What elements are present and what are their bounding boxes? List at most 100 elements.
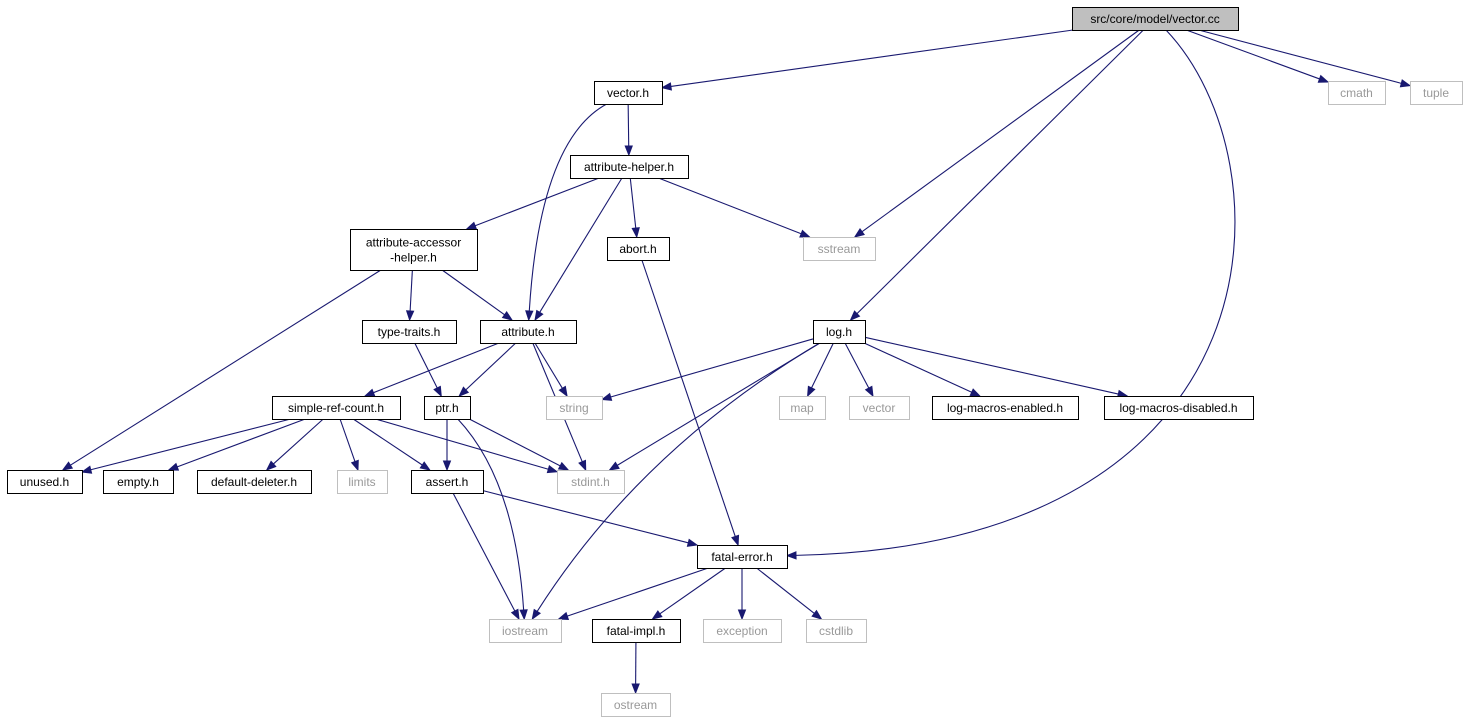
edge-line: [452, 492, 516, 612]
node-ptr-h[interactable]: ptr.h: [424, 396, 471, 420]
edge-line: [177, 418, 306, 468]
node-box: [1328, 81, 1386, 105]
edge-log-h-to-vector: [844, 342, 874, 398]
arrowhead: [405, 310, 415, 322]
arrowhead: [686, 538, 699, 547]
arrowhead: [731, 534, 740, 547]
edge-line: [659, 567, 726, 615]
arrowhead: [799, 229, 811, 238]
node-log-macros-enabled-h[interactable]: log-macros-enabled.h: [932, 396, 1079, 420]
node-attribute-helper-h[interactable]: attribute-helper.h: [570, 155, 689, 179]
node-label: cmath: [1340, 86, 1373, 100]
node-vector-cc[interactable]: src/core/model/vector.cc: [1072, 7, 1239, 31]
node-vector-h[interactable]: vector.h: [594, 81, 663, 105]
node-label: simple-ref-count.h: [288, 401, 384, 415]
node-label: iostream: [502, 624, 548, 638]
edge-assert-h-to-iostream: [452, 492, 520, 621]
node-label: vector.h: [607, 86, 649, 100]
node-map: map: [779, 396, 826, 420]
arrowhead: [631, 683, 640, 695]
arrowhead: [419, 461, 431, 471]
arrowhead: [1399, 79, 1412, 88]
node-empty-h[interactable]: empty.h: [103, 470, 174, 494]
edge-log-h-to-log-macros-disabled-h: [864, 336, 1129, 399]
node-default-deleter-h[interactable]: default-deleter.h: [197, 470, 312, 494]
node-box: [849, 396, 910, 420]
edge-log-h-to-string: [600, 338, 814, 401]
arrowhead: [534, 309, 544, 322]
edge-line: [90, 418, 291, 471]
node-label: cstdlib: [819, 624, 853, 638]
arrowhead: [785, 551, 797, 560]
node-label: exception: [716, 624, 767, 638]
edge-simple-ref-count-h-to-limits: [339, 418, 359, 472]
node-log-h[interactable]: log.h: [813, 320, 866, 344]
edge-assert-h-to-fatal-error-h: [482, 490, 699, 547]
node-label: abort.h: [619, 242, 656, 256]
edge-line: [339, 418, 356, 462]
arrowhead: [864, 385, 874, 398]
edge-attribute-helper-h-to-attribute-accessor-helper-h: [465, 177, 600, 230]
edge-line: [70, 269, 382, 466]
arrowhead: [557, 611, 570, 620]
node-label: fatal-error.h: [711, 550, 772, 564]
node-attribute-h[interactable]: attribute.h: [480, 320, 577, 344]
node-unused-h[interactable]: unused.h: [7, 470, 83, 494]
node-attribute-accessor-helper-h[interactable]: attribute-accessor-helper.h: [350, 229, 478, 271]
arrowhead: [501, 311, 514, 321]
edge-attribute-accessor-helper-h-to-type-traits-h: [405, 269, 415, 322]
edge-attribute-helper-h-to-sstream: [658, 177, 811, 238]
edge-abort-h-to-fatal-error-h: [641, 259, 740, 547]
edge-simple-ref-count-h-to-assert-h: [352, 418, 431, 471]
arrowhead: [519, 609, 528, 621]
node-label: vector: [863, 401, 896, 415]
edge-attribute-helper-h-to-abort-h: [629, 177, 640, 239]
arrowhead: [651, 610, 663, 620]
edge-simple-ref-count-h-to-default-deleter-h: [265, 418, 324, 471]
node-box: [779, 396, 826, 420]
edge-line: [1198, 29, 1402, 84]
node-simple-ref-count-h[interactable]: simple-ref-count.h: [272, 396, 401, 420]
node-box: [932, 396, 1079, 420]
edge-log-h-to-map: [806, 342, 834, 398]
edge-line: [756, 567, 815, 614]
arrowhead: [969, 388, 982, 397]
node-box: [594, 81, 663, 105]
node-log-macros-disabled-h[interactable]: log-macros-disabled.h: [1104, 396, 1254, 420]
edge-line: [863, 342, 972, 393]
arrowhead: [853, 227, 865, 238]
node-box: [424, 396, 471, 420]
arrowhead: [363, 388, 376, 397]
edge-line: [567, 567, 709, 617]
node-label: sstream: [818, 242, 861, 256]
node-label: attribute-helper.h: [584, 160, 674, 174]
edge-line: [795, 29, 1236, 556]
node-label: fatal-impl.h: [607, 624, 666, 638]
node-type-traits-h[interactable]: type-traits.h: [362, 320, 457, 344]
node-box: [570, 155, 689, 179]
node-iostream: iostream: [489, 619, 562, 643]
edge-attribute-helper-h-to-attribute-h: [534, 177, 623, 322]
node-box: [197, 470, 312, 494]
node-box: [592, 619, 681, 643]
node-fatal-error-h[interactable]: fatal-error.h: [697, 545, 788, 569]
node-assert-h[interactable]: assert.h: [411, 470, 484, 494]
node-label: ptr.h: [435, 401, 458, 415]
edge-attribute-accessor-helper-h-to-unused-h: [61, 269, 382, 471]
edge-attribute-accessor-helper-h-to-attribute-h: [441, 269, 514, 321]
edge-vector-h-to-attribute-h: [525, 103, 607, 322]
edge-line: [536, 342, 820, 612]
node-abort-h[interactable]: abort.h: [607, 237, 670, 261]
edge-line: [474, 177, 600, 227]
edge-fatal-error-h-to-iostream: [557, 567, 709, 620]
edge-fatal-error-h-to-exception: [737, 568, 747, 621]
node-fatal-impl-h[interactable]: fatal-impl.h: [592, 619, 681, 643]
edge-vector-cc-to-cmath: [1186, 29, 1330, 83]
graph-edges: [61, 29, 1412, 695]
arrowhead: [1317, 74, 1330, 83]
arrowhead: [442, 460, 452, 472]
arrowhead: [578, 459, 587, 472]
node-box: [7, 470, 83, 494]
edge-ptr-h-to-assert-h: [442, 419, 452, 472]
